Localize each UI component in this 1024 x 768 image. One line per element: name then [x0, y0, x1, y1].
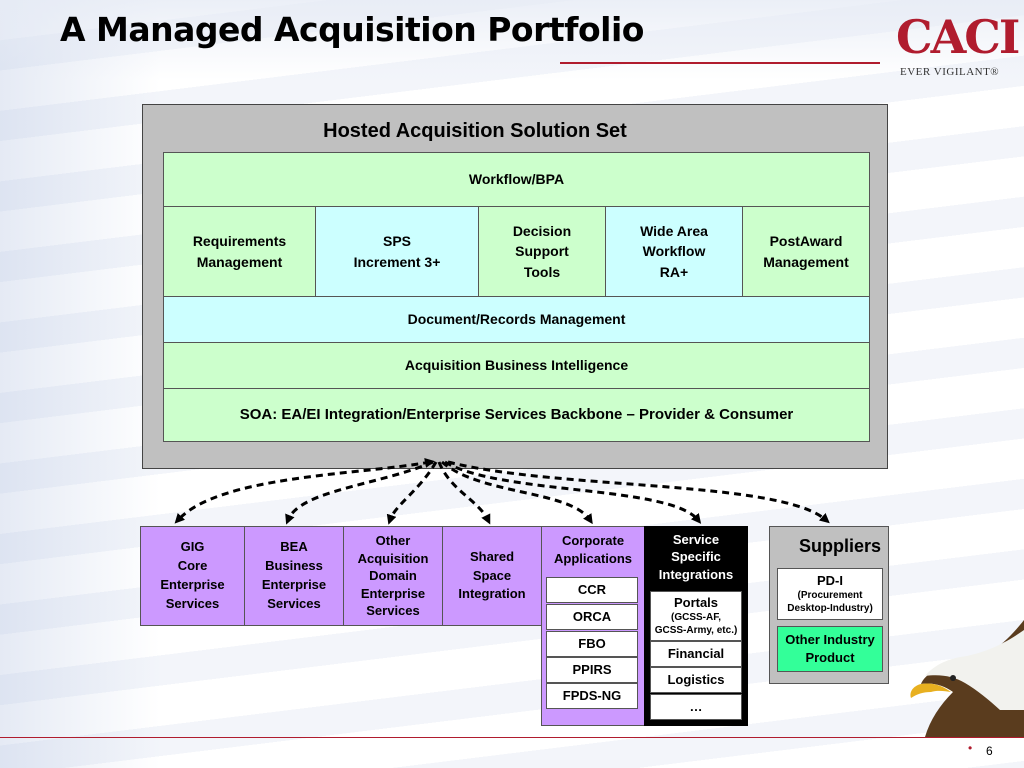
background-top-shade — [0, 0, 1024, 80]
service-specific-item-label: Logistics — [667, 671, 725, 687]
corporate-item-label: FPDS-NG — [562, 687, 622, 703]
service-specific-line: Integrations — [658, 566, 734, 582]
corporate-item-label: PPIRS — [572, 661, 612, 677]
module-postaward-management: PostAward Management — [742, 206, 870, 297]
service-line: Enterprise — [261, 577, 327, 592]
module-decision-support-tools: Decision Support Tools — [478, 206, 606, 297]
logo-tagline: EVER VIGILANT® — [900, 66, 1000, 78]
other-industry-line: Product — [805, 650, 855, 665]
service-specific-financial: Financial — [650, 641, 742, 667]
gig-core-services: GIG Core Enterprise Services — [140, 526, 245, 626]
pdi-sub: (Procurement — [797, 590, 863, 602]
module-line: Wide Area — [640, 223, 708, 240]
supplier-pd-i: PD-I (Procurement Desktop-Industry) — [777, 568, 883, 620]
module-line: Management — [763, 253, 849, 270]
pdi-sub: Desktop-Industry) — [787, 603, 873, 615]
supplier-other-industry-product: Other Industry Product — [777, 626, 883, 672]
module-line: Tools — [523, 263, 561, 280]
service-line: Enterprise — [360, 585, 426, 601]
module-line: Workflow — [642, 243, 706, 260]
document-records-bar: Document/Records Management — [163, 296, 870, 343]
corporate-item-orca: ORCA — [546, 604, 638, 630]
hosted-solution-title: Hosted Acquisition Solution Set — [323, 120, 627, 142]
service-specific-item-label: … — [689, 698, 703, 714]
service-specific-portals: Portals (GCSS-AF, GCSS-Army, etc.) — [650, 591, 742, 641]
business-intelligence-label: Acquisition Business Intelligence — [404, 357, 629, 374]
module-line: SPS — [382, 233, 411, 250]
module-line: Management — [196, 253, 283, 270]
service-line: Services — [366, 603, 420, 619]
service-line: Space — [472, 567, 512, 583]
other-industry-line: Other Industry — [785, 632, 875, 648]
service-line: BEA — [280, 539, 308, 555]
corporate-line: Applications — [553, 551, 632, 566]
service-specific-line: Specific — [671, 549, 721, 565]
workflow-bpa-label: Workflow/BPA — [468, 171, 565, 188]
page-bullet: • — [968, 741, 973, 755]
service-specific-logistics: Logistics — [650, 667, 742, 693]
corporate-line: Corporate — [561, 533, 625, 549]
soa-backbone-label: SOA: EA/EI Integration/Enterprise Servic… — [239, 406, 794, 424]
service-line: Core — [177, 558, 208, 574]
background-left-shade — [0, 0, 160, 768]
corporate-item-label: FBO — [578, 635, 606, 651]
portals-label: Portals — [673, 595, 719, 611]
corporate-applications-title: Corporate Applications — [541, 530, 645, 570]
service-line: Acquisition — [357, 550, 429, 566]
corporate-item-fpds-ng: FPDS-NG — [546, 683, 638, 709]
corporate-item-label: ORCA — [572, 608, 612, 624]
corporate-item-label: CCR — [577, 581, 607, 597]
title-rule — [560, 62, 880, 64]
service-line: Services — [267, 595, 321, 611]
shared-space-integration: Shared Space Integration — [442, 526, 542, 626]
service-specific-item-label: Financial — [667, 645, 725, 661]
caci-logo: CACI EVER VIGILANT® — [896, 10, 1020, 80]
soa-backbone-bar: SOA: EA/EI Integration/Enterprise Servic… — [163, 388, 870, 442]
module-line: Decision — [512, 223, 572, 240]
service-specific-more: … — [650, 694, 742, 720]
service-specific-line: Service — [672, 531, 720, 547]
service-specific-title: Service Specific Integrations — [644, 530, 748, 584]
page-number: 6 — [986, 744, 993, 758]
module-line: RA+ — [659, 263, 689, 280]
module-requirements-management: Requirements Management — [163, 206, 316, 297]
service-line: GIG — [180, 539, 205, 555]
suppliers-title: Suppliers — [798, 535, 882, 556]
service-line: Enterprise — [160, 577, 225, 592]
corporate-item-ccr: CCR — [546, 577, 638, 603]
eagle-image — [910, 620, 1024, 737]
module-line: Support — [515, 243, 569, 260]
module-line: Requirements — [192, 233, 287, 250]
module-line: PostAward — [769, 233, 843, 250]
service-line: Shared — [469, 548, 515, 564]
corporate-item-fbo: FBO — [546, 631, 638, 657]
pdi-label: PD-I — [817, 572, 843, 588]
portals-sub: GCSS-Army, etc.) — [654, 624, 738, 636]
service-line: Domain — [369, 568, 417, 584]
module-wide-area-workflow: Wide Area Workflow RA+ — [605, 206, 743, 297]
slide-title: A Managed Acquisition Portfolio — [60, 10, 644, 49]
other-acquisition-services: Other Acquisition Domain Enterprise Serv… — [343, 526, 443, 626]
service-line: Services — [165, 595, 220, 611]
corporate-item-ppirs: PPIRS — [546, 657, 638, 683]
service-line: Business — [265, 558, 323, 574]
logo-wordmark: CACI — [896, 10, 1020, 64]
service-line: Integration — [458, 586, 526, 602]
bea-business-services: BEA Business Enterprise Services — [244, 526, 344, 626]
module-sps: SPS Increment 3+ — [315, 206, 479, 297]
business-intelligence-bar: Acquisition Business Intelligence — [163, 342, 870, 389]
workflow-bpa-bar: Workflow/BPA — [163, 152, 870, 207]
document-records-label: Document/Records Management — [407, 311, 626, 328]
service-line: Other — [375, 533, 411, 549]
module-line: Increment 3+ — [353, 253, 441, 270]
portals-sub: (GCSS-AF, — [671, 611, 721, 623]
footer-rule — [0, 737, 1024, 738]
